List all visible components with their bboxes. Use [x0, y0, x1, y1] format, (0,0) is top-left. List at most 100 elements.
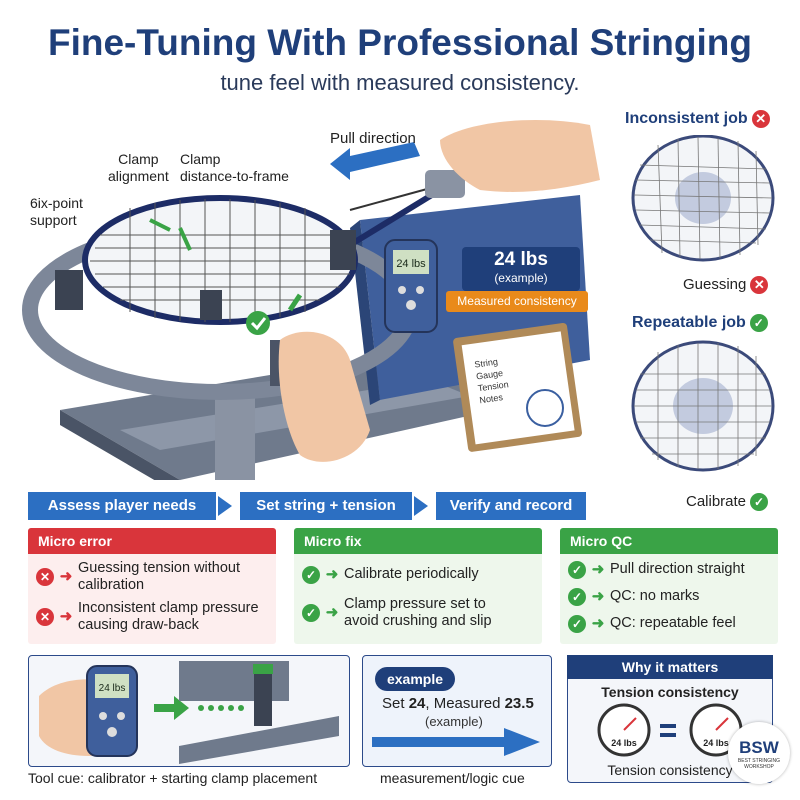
measurement-arrow-icon [372, 728, 540, 756]
pull-direction-arrow [330, 142, 420, 180]
process-steps: Assess player needs Set string + tension… [28, 492, 778, 520]
bsw-logo: BSW BEST STRINGING WORKSHOP [728, 722, 790, 784]
logo-subtext: BEST STRINGING WORKSHOP [737, 758, 781, 770]
clipboard-line-notes: Notes [479, 392, 504, 405]
clamp-alignment-arrow [149, 218, 171, 232]
clamp-up-arrow [287, 293, 303, 312]
micro-qc-item: ✓ ➜ QC: repeatable feel [568, 615, 736, 633]
check-icon: ✓ [568, 615, 586, 633]
check-icon: ✓ [302, 566, 320, 584]
page-title: Fine-Tuning With Professional Stringing [48, 22, 752, 63]
micro-fix-panel: Micro fix ✓ ➜ Calibrate periodically ✓ ➜… [294, 528, 542, 644]
arrow-right-icon: ➜ [59, 608, 73, 625]
arrow-right-icon: ➜ [591, 588, 605, 605]
example-prefix: Set [382, 695, 409, 712]
string-gripper [425, 170, 465, 198]
consistency-stamp-icon [526, 389, 564, 427]
calibrator-screen [95, 674, 129, 698]
micro-fix-text: Clamp pressure set to avoid crushing and… [344, 596, 492, 629]
placement-dots [198, 705, 244, 711]
micro-error-text: Guessing tension without calibration [78, 560, 241, 593]
x-icon: ✕ [36, 608, 54, 626]
check-icon: ✓ [749, 314, 768, 332]
why-subtitle: Tension consistency [601, 684, 739, 700]
arrow-right-icon: ➜ [325, 566, 339, 583]
racquet-throat [348, 187, 442, 248]
micro-fix-item: ✓ ➜ Clamp pressure set to avoid crushing… [302, 596, 524, 630]
callout-clamp-alignment: Clamp alignment [108, 151, 169, 184]
tension-value: 24 lbs [494, 249, 548, 270]
inconsistent-job-label: Inconsistent job [625, 110, 748, 128]
support-post-left [55, 270, 83, 310]
step-arrow-icon [218, 496, 232, 516]
micro-error-item: ✕ ➜ Guessing tension without calibration [36, 560, 268, 594]
guessing-row: Guessing✕ [683, 276, 769, 295]
clamp-distance-arrow [178, 227, 192, 251]
check-icon: ✓ [750, 493, 769, 512]
arrow-right-icon: ➜ [325, 604, 339, 621]
micro-qc-item: ✓ ➜ QC: no marks [568, 588, 699, 606]
why-it-matters-title: Why it matters [567, 655, 773, 679]
example-mid: , Measured [425, 695, 505, 712]
example-note: (example) [425, 714, 483, 729]
clipboard-line-string: String [474, 356, 499, 369]
callout-clamp-distance: Clamp distance-to-frame [180, 151, 289, 184]
micro-qc-item: ✓ ➜ Pull direction straight [568, 561, 745, 579]
calibrate-label: Calibrate [686, 493, 747, 510]
hand-clamp [278, 331, 370, 462]
arrow-right-icon: ➜ [591, 615, 605, 632]
micro-qc-text: Pull direction straight [610, 561, 745, 577]
example-measured-value: 23.5 [504, 695, 534, 712]
check-icon [246, 311, 270, 335]
micro-fix-text: Calibrate periodically [344, 566, 479, 582]
step-verify: Verify and record [436, 492, 586, 520]
step-set-string: Set string + tension [240, 492, 412, 520]
starting-clamp [254, 666, 272, 726]
inconsistent-racquet-icon [631, 135, 775, 262]
micro-fix-title: Micro fix [294, 528, 542, 554]
step-arrow-icon [414, 496, 428, 516]
logo-text: BSW [739, 738, 779, 757]
support-post-right [330, 230, 356, 270]
tool-cue-illustration: 24 lbs [39, 661, 339, 764]
tension-value-box: 24 lbs (example) [462, 247, 580, 291]
micro-error-panel: Micro error ✕ ➜ Guessing tension without… [28, 528, 276, 644]
page-subtitle: tune feel with measured consistency. [220, 70, 580, 95]
repeatable-racquet-icon [631, 340, 775, 472]
micro-error-text: Inconsistent clamp pressure causing draw… [78, 600, 259, 633]
machine-base-closeup [179, 716, 339, 764]
check-icon: ✓ [568, 561, 586, 579]
arrow-right-icon [154, 696, 189, 720]
measurement-caption: measurement/logic cue [380, 770, 525, 786]
notes-clipboard: String Gauge Tension Notes [453, 323, 582, 452]
tension-note: (example) [494, 271, 548, 285]
callout-six-point-support: 6ix-point support [30, 195, 83, 228]
micro-qc-text: QC: repeatable feel [610, 615, 736, 631]
x-icon: ✕ [750, 276, 769, 295]
check-icon: ✓ [302, 604, 320, 622]
machine-pedestal [215, 390, 255, 480]
repeatable-job-label: Repeatable job [632, 314, 746, 332]
clipboard-line-tension: Tension [477, 379, 509, 393]
measured-consistency-tag: Measured consistency [446, 291, 588, 312]
example-line: Set 24, Measured 23.5 [382, 695, 534, 712]
support-post-front [200, 290, 222, 320]
x-icon: ✕ [751, 110, 770, 128]
micro-fix-item: ✓ ➜ Calibrate periodically [302, 566, 534, 584]
step-assess: Assess player needs [28, 492, 216, 520]
micro-qc-text: QC: no marks [610, 588, 700, 604]
hand-pulling [440, 120, 600, 192]
micro-qc-panel: Micro QC ✓ ➜ Pull direction straight ✓ ➜… [560, 528, 778, 644]
callout-pull-direction: Pull direction [330, 130, 416, 147]
why-caption: Tension consistency [607, 762, 733, 778]
arrow-right-icon: ➜ [59, 568, 73, 585]
clipboard-line-gauge: Gauge [475, 368, 503, 382]
gauge-screen-text: 24 lbs [396, 258, 426, 270]
example-pill: example [375, 667, 455, 691]
micro-error-item: ✕ ➜ Inconsistent clamp pressure causing … [36, 600, 273, 634]
check-icon: ✓ [568, 588, 586, 606]
guessing-label: Guessing [683, 276, 747, 293]
repeatable-job-title: Repeatable job✓ [632, 314, 768, 332]
calibrator-screen-text: 24 lbs [99, 683, 126, 694]
micro-error-title: Micro error [28, 528, 276, 554]
